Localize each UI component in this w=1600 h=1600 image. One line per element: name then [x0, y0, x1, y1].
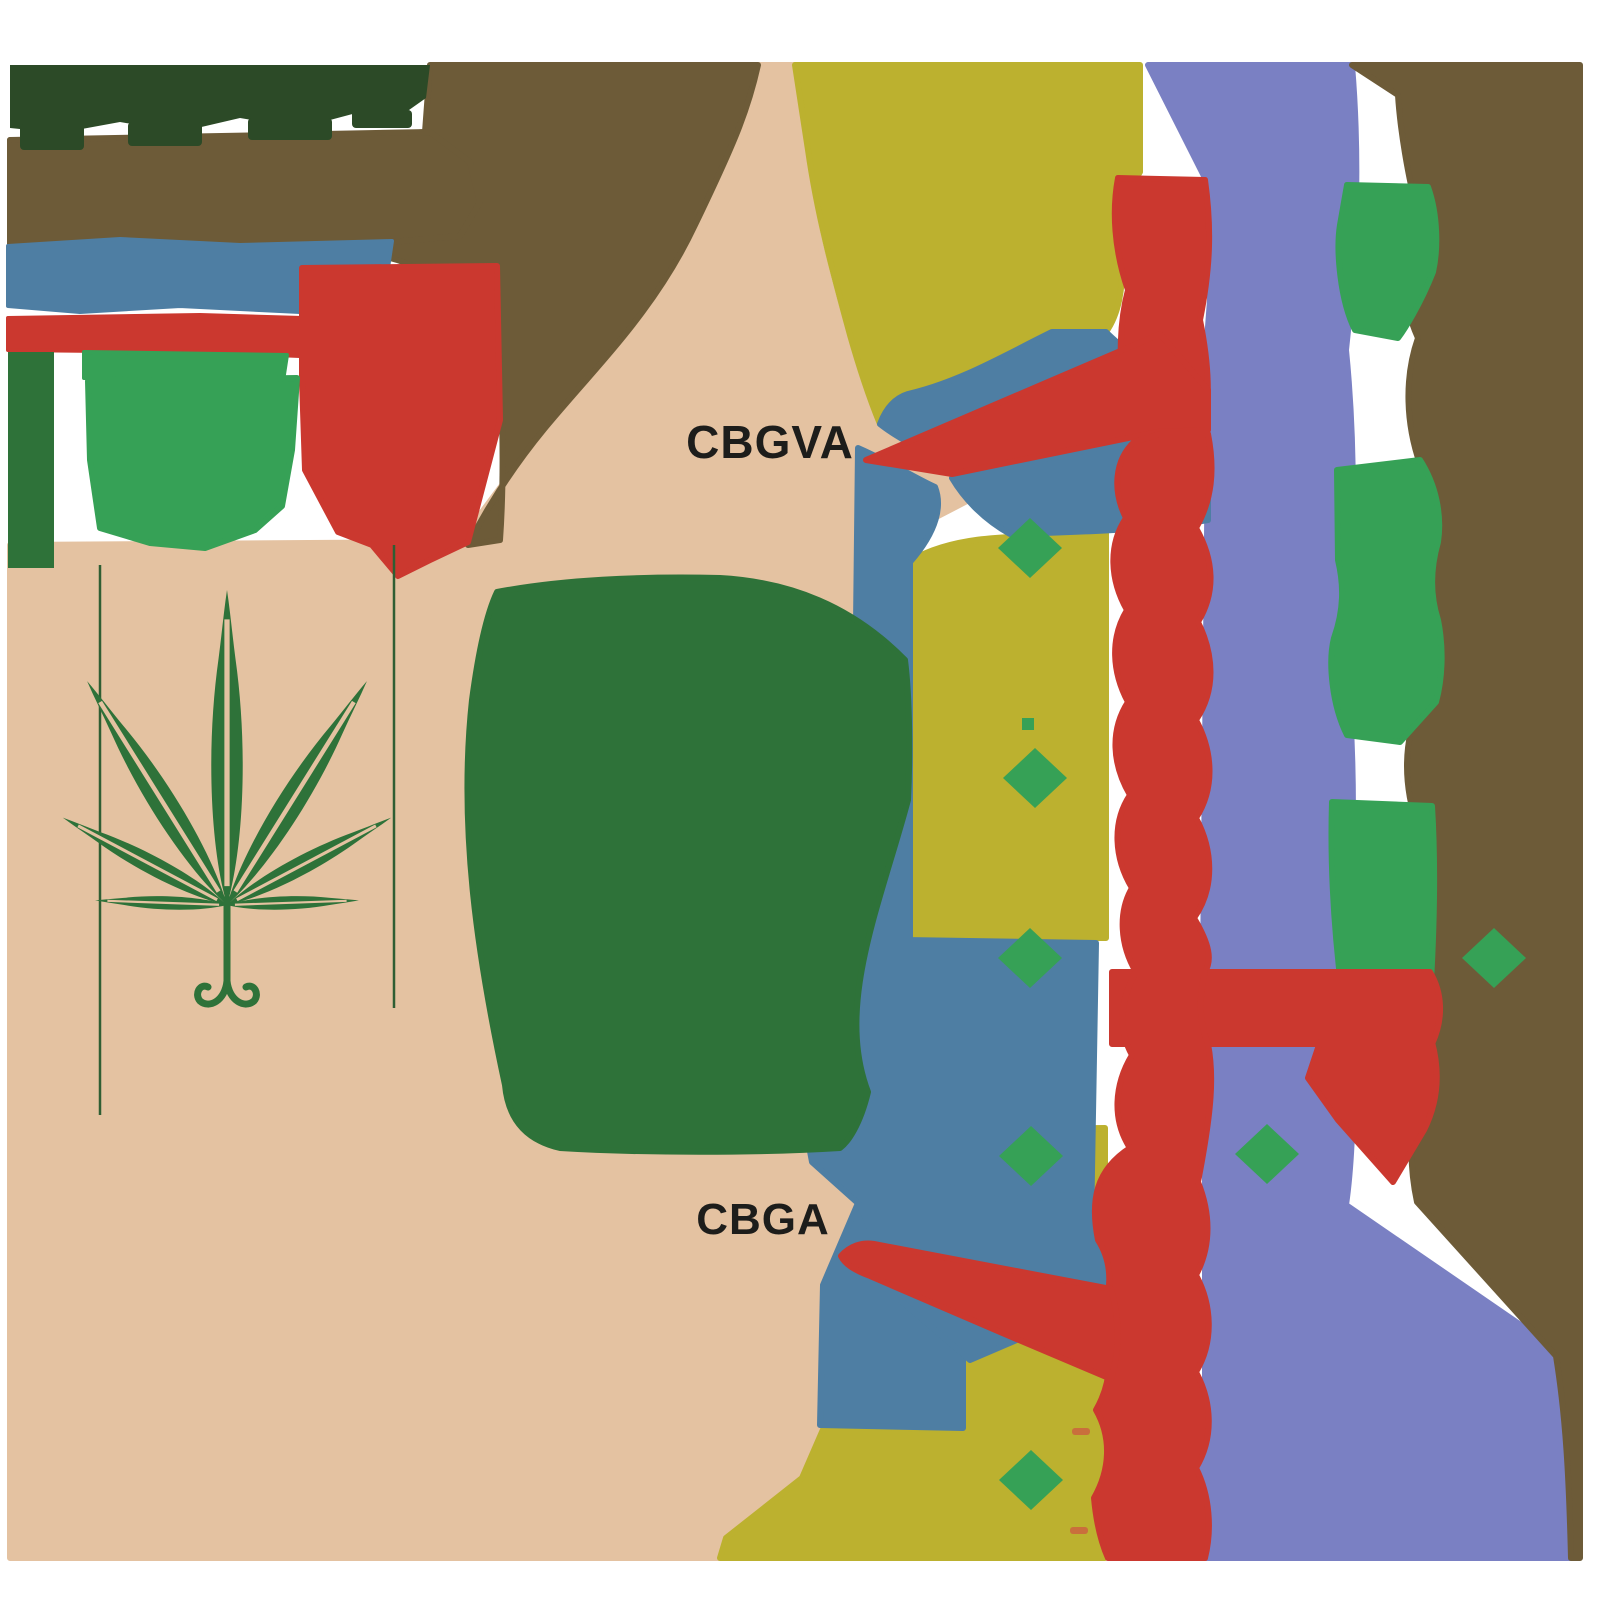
red-wedge-cbgva: [863, 331, 1211, 477]
green-diamond: [998, 518, 1062, 578]
red-legend-blob: [299, 263, 503, 579]
green-diamond: [1003, 748, 1067, 808]
orange-dash: [1070, 1527, 1088, 1534]
garbled-title-block: [10, 65, 430, 150]
green-flow-segment-top: [1335, 182, 1440, 341]
green-diamond: [1462, 928, 1526, 988]
cbga-label: CBGA: [696, 1195, 830, 1244]
green-dot: [1022, 718, 1034, 730]
leaf-stem: [194, 895, 260, 1008]
green-diamond: [1235, 1124, 1299, 1184]
red-bend-arm: [1305, 1039, 1440, 1185]
orange-dash: [1072, 1428, 1090, 1435]
cannabis-leaf-icon: [56, 590, 398, 1008]
green-flow-segment-lower: [1328, 799, 1438, 1001]
green-diamond: [998, 928, 1062, 988]
green-diamond-markers: [998, 518, 1526, 1510]
green-flow-segment-mid: [1328, 457, 1445, 745]
red-rope-bottom: [1091, 969, 1215, 1561]
green-diamond: [999, 1126, 1063, 1186]
green-diamond: [999, 1450, 1063, 1510]
green-legend-column: [8, 352, 54, 568]
cbgva-label: CBGVA: [686, 416, 854, 468]
green-legend-blob: [85, 375, 300, 551]
red-wedge-cbga: [838, 1240, 1121, 1382]
center-green-flow-blob: [464, 574, 913, 1155]
red-rope-middle: [1110, 431, 1215, 975]
olive-flow-column: [909, 525, 1109, 941]
